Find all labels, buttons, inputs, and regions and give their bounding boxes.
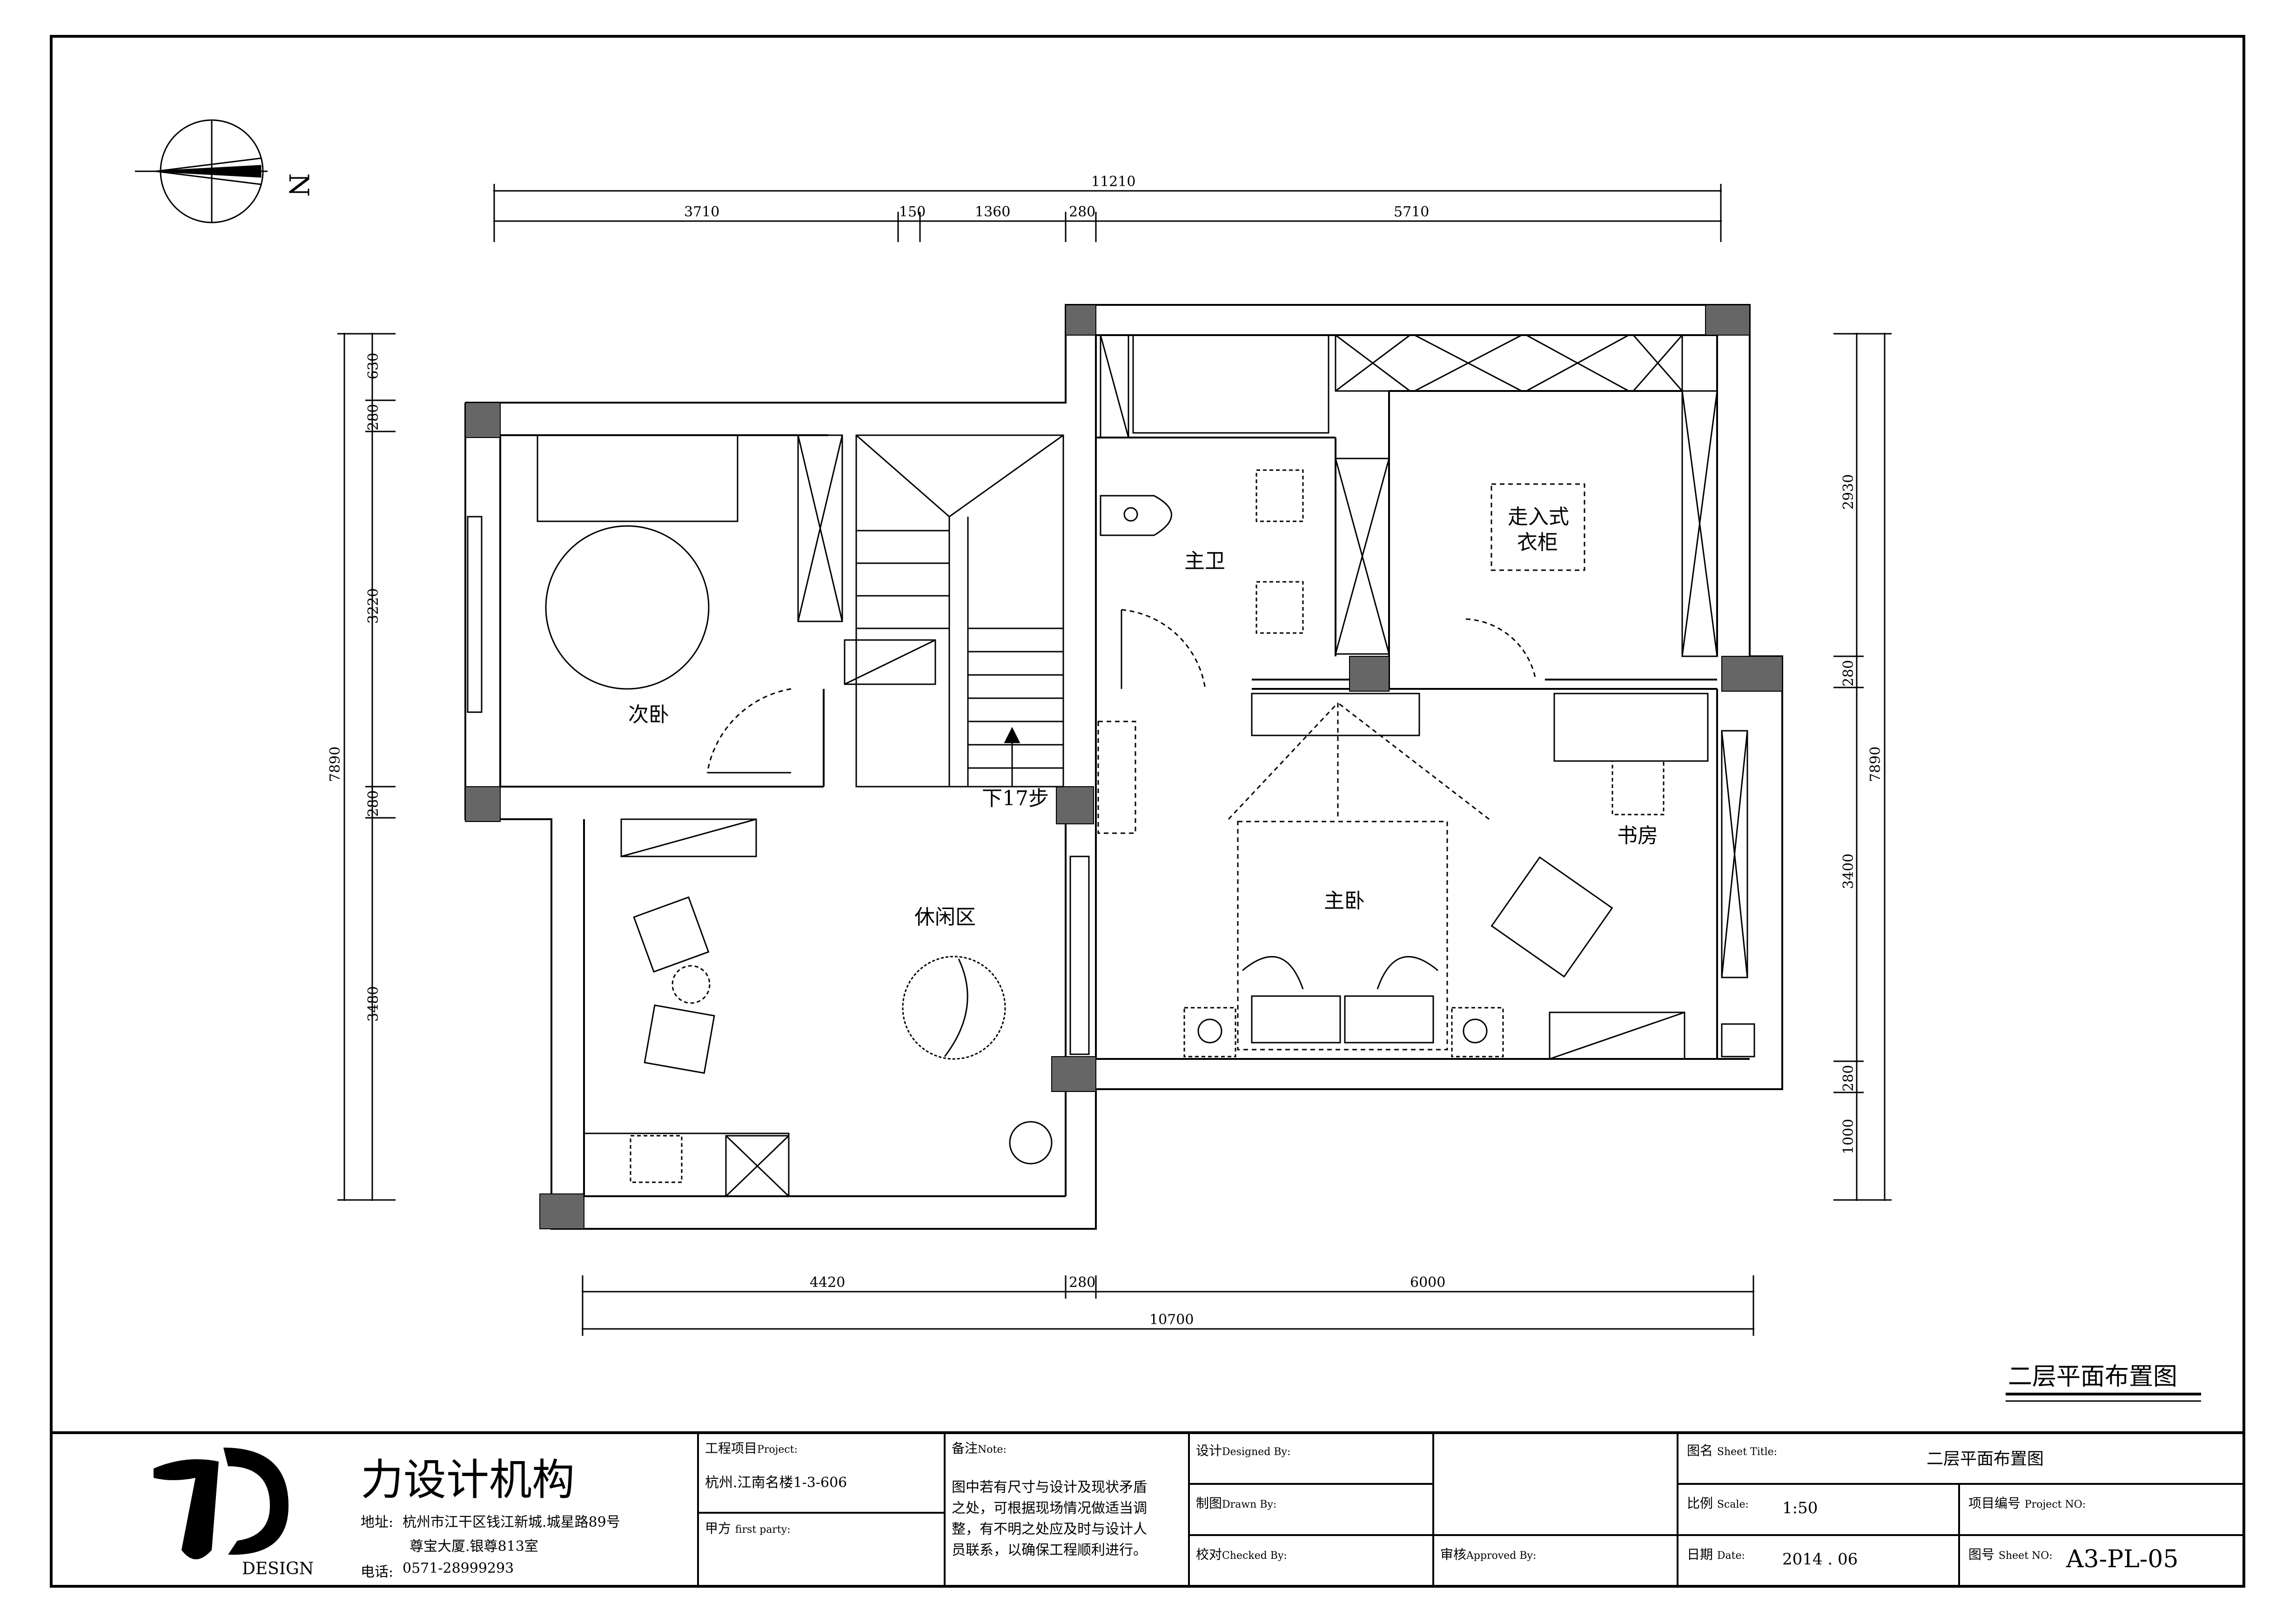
dim-bottom-segment: 4420 [810, 1274, 845, 1291]
party-label-en: first party: [735, 1524, 791, 1536]
north-arrow-icon [135, 119, 268, 223]
room-label-study: 书房 [1617, 824, 1658, 848]
company-logo-icon [154, 1448, 289, 1559]
north-label: N [283, 173, 315, 197]
dim-top-segment: 1360 [975, 204, 1010, 220]
note-line: 之处，可根据现场情况做适当调 [952, 1500, 1147, 1516]
dim-left-segment: 280 [365, 790, 382, 817]
sheet-no-label-en: Sheet NO: [1998, 1550, 2053, 1562]
dim-left-segment: 630 [365, 353, 382, 379]
checked-by-label: 校对Checked By: [1196, 1544, 1287, 1563]
dim-right-segment: 2930 [1840, 474, 1857, 510]
date-value: 2014 . 06 [1782, 1550, 1858, 1569]
approved-by-label: 审核Approved By: [1440, 1544, 1536, 1563]
party-label-cn: 甲方 [705, 1521, 732, 1536]
drawing-title: 二层平面布置图 [2008, 1363, 2177, 1391]
dim-top-segment: 280 [1069, 204, 1095, 220]
sheet-title-label: 图名 Sheet Title: [1687, 1441, 1777, 1459]
note-label-cn: 备注 [952, 1441, 978, 1456]
room-label-walk-in-closet: 衣柜 [1517, 531, 1558, 554]
scale-label: 比例 Scale: [1687, 1493, 1749, 1512]
dim-bottom-segment: 6000 [1410, 1274, 1445, 1291]
wall-columns [465, 304, 1783, 1229]
note-label-en: Note: [978, 1444, 1007, 1456]
dim-bottom-segment: 280 [1069, 1274, 1095, 1291]
dim-left-segment: 3220 [365, 588, 382, 624]
designed-label-en: Designed By: [1222, 1446, 1291, 1458]
room-label-lounge: 休闲区 [914, 905, 976, 929]
address-label: 地址: [361, 1514, 394, 1530]
sheet-title-value: 二层平面布置图 [1927, 1449, 2044, 1469]
date-label-en: Date: [1717, 1550, 1745, 1562]
stairs-label: 下17步 [982, 787, 1049, 810]
note-label: 备注Note: [952, 1438, 1007, 1457]
scale-label-cn: 比例 [1687, 1496, 1713, 1511]
project-label-cn: 工程项目 [705, 1441, 758, 1456]
project-no-label-cn: 项目编号 [1968, 1496, 2021, 1511]
dim-right-total: 7890 [1867, 747, 1884, 782]
project-no-label-en: Project NO: [2024, 1499, 2086, 1510]
drawn-by-label: 制图Drawn By: [1196, 1493, 1276, 1512]
dim-top-total: 11210 [1091, 174, 1135, 190]
approved-label-en: Approved By: [1466, 1550, 1537, 1562]
room-label-walk-in-closet: 走入式 [1508, 505, 1569, 529]
designed-label-cn: 设计 [1196, 1443, 1222, 1458]
dim-right-segment: 1000 [1840, 1119, 1857, 1154]
dim-right-segment: 280 [1840, 1065, 1857, 1092]
master-bath-fixtures [1100, 334, 1329, 689]
drawn-label-en: Drawn By: [1222, 1499, 1277, 1510]
note-line: 整，有不明之处应及时与设计人 [952, 1521, 1147, 1537]
title-block-grid [697, 1433, 2244, 1586]
walk-in-closet-cabinets [1335, 334, 1718, 680]
project-number-label: 项目编号 Project NO: [1968, 1493, 2086, 1512]
company-name: 力设计机构 [361, 1455, 575, 1505]
address-line-1: 杭州市江干区钱江新城.城星路89号 [403, 1514, 620, 1530]
room-label-master-bedroom: 主卧 [1324, 889, 1365, 913]
designed-by-label: 设计Designed By: [1196, 1441, 1290, 1459]
dim-top-segment: 3710 [684, 204, 719, 220]
project-label: 工程项目Project: [705, 1438, 798, 1457]
note-line: 图中若有尺寸与设计及现状矛盾 [952, 1479, 1147, 1496]
approved-label-cn: 审核 [1440, 1547, 1467, 1562]
lounge-furniture [583, 818, 1090, 1197]
master-bedroom-furniture [1097, 693, 1755, 1060]
dim-left-total: 7890 [327, 747, 343, 782]
dim-top-segment: 5710 [1394, 204, 1429, 220]
date-label-cn: 日期 [1687, 1547, 1713, 1562]
top-dimension-lines [337, 184, 1892, 1336]
project-value: 杭州.江南名楼1-3-606 [705, 1475, 847, 1491]
sheet-title-label-en: Sheet Title: [1717, 1446, 1778, 1458]
sheet-number-value: A3-PL-05 [2066, 1545, 2179, 1573]
dim-left-segment: 3480 [365, 986, 382, 1022]
sheet-number-label: 图号 Sheet NO: [1968, 1544, 2053, 1563]
sheet-title-label-cn: 图名 [1687, 1443, 1713, 1458]
dim-bottom-total: 10700 [1149, 1312, 1194, 1328]
scale-label-en: Scale: [1717, 1499, 1749, 1510]
note-line: 员联系，以确保工程顺利进行。 [952, 1542, 1147, 1558]
dim-top-segment: 150 [899, 204, 926, 220]
address-line-2: 尊宝大厦.银尊813室 [410, 1538, 538, 1555]
sheet-border [50, 35, 2245, 1588]
stairs [844, 434, 1064, 788]
dim-right-segment: 3400 [1840, 854, 1857, 889]
logo-caption: DESIGN [242, 1559, 314, 1578]
scale-value: 1:50 [1782, 1499, 1818, 1517]
party-label: 甲方 first party: [705, 1518, 791, 1537]
checked-label-en: Checked By: [1222, 1550, 1287, 1562]
project-label-en: Project: [757, 1444, 798, 1456]
date-label: 日期 Date: [1687, 1544, 1745, 1563]
sheet-no-label-cn: 图号 [1968, 1547, 1995, 1562]
phone-number: 0571-28999293 [403, 1560, 514, 1577]
secondary-bedroom-furniture [467, 434, 843, 774]
walls [464, 304, 1783, 1230]
room-label-master-bath: 主卫 [1184, 549, 1225, 573]
drawn-label-cn: 制图 [1196, 1496, 1222, 1511]
phone-label: 电话: [361, 1564, 394, 1580]
dim-left-segment: 280 [365, 404, 382, 431]
checked-label-cn: 校对 [1196, 1547, 1222, 1562]
room-label-secondary-bedroom: 次卧 [628, 703, 669, 727]
dim-right-segment: 280 [1840, 660, 1857, 687]
